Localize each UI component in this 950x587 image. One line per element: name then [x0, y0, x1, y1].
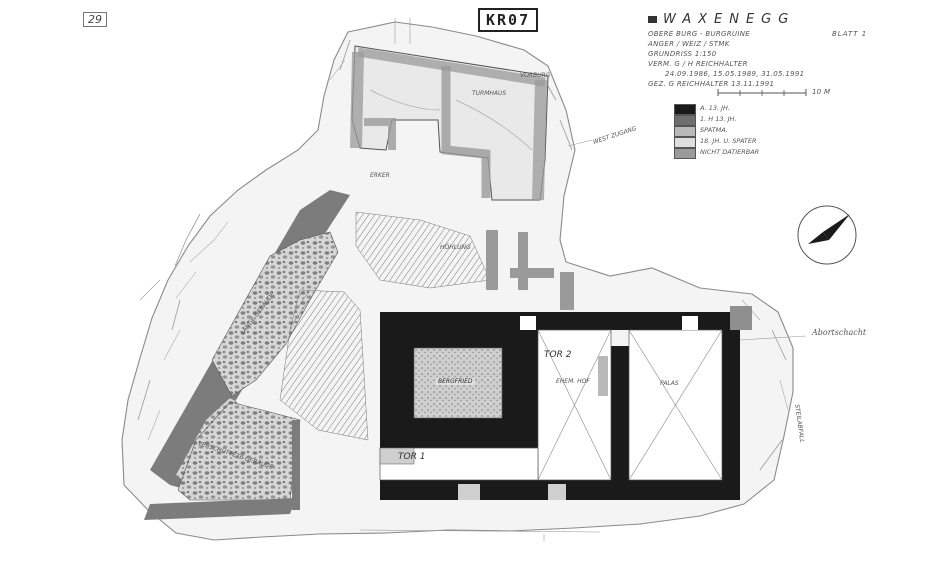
legend-swatch	[674, 137, 696, 148]
scale-end-label: 10 M	[812, 88, 831, 96]
room-label-ehem-hof: EHEM. HOF	[556, 378, 590, 385]
dimension-lines	[139, 18, 807, 541]
header-line-6: GEZ. G REICHHALTER 13.11.1991	[648, 80, 775, 88]
catalog-stamp: KR07	[478, 8, 539, 32]
legend-label: NICHT DATIERBAR	[700, 148, 760, 156]
scale-bar	[717, 89, 807, 96]
plan-title-text: WAXENEGG	[663, 12, 796, 27]
room-label-tor1: TOR 1	[398, 452, 426, 462]
annotation-abortschacht: Abortschacht	[812, 328, 867, 337]
north-arrow	[797, 205, 857, 265]
header-line-4: VERM. G / H REICHHALTER	[648, 60, 748, 68]
legend-label: 1. H 13. JH.	[700, 115, 737, 123]
room-label-bergfried: BERGFRIED	[436, 378, 475, 385]
legend-label: SPATMA.	[700, 126, 728, 134]
room-label-vorburg: VORBURG	[520, 72, 551, 79]
sheet-number: 29	[83, 12, 107, 27]
room-label-palas: PALAS	[660, 380, 679, 387]
sheet-label: BLATT 1	[832, 30, 868, 38]
header-line-2: ANGER / WEIZ / STMK	[648, 40, 730, 48]
legend-label: 18. JH. U. SPATER	[700, 137, 757, 145]
plan-title: WAXENEGG	[648, 12, 795, 27]
header-line-3: GRUNDRISS 1:150	[648, 50, 717, 58]
room-label-tor2: TOR 2	[544, 350, 572, 360]
legend-swatch	[674, 115, 696, 126]
header-line-1: OBERE BURG - BURGRUINE	[648, 30, 750, 38]
room-label-erker: ERKER	[370, 172, 390, 179]
hatched-ground	[279, 211, 491, 441]
room-label-turmhaus: TURMHAUS	[472, 90, 507, 97]
west-building	[144, 190, 350, 520]
room-label-hoehlung: HÖHLUNG	[440, 244, 471, 251]
legend-swatch	[674, 126, 696, 137]
keep-palas	[379, 306, 752, 500]
header-line-5: 24.09.1986, 15.05.1989, 31.05.1991	[665, 70, 805, 78]
legend-swatch	[674, 104, 696, 115]
legend-swatch	[674, 148, 696, 159]
title-marker-icon	[648, 16, 657, 23]
upper-hall	[350, 45, 549, 201]
corridor-walls	[486, 230, 574, 310]
legend-label: A. 13. JH.	[700, 104, 730, 112]
